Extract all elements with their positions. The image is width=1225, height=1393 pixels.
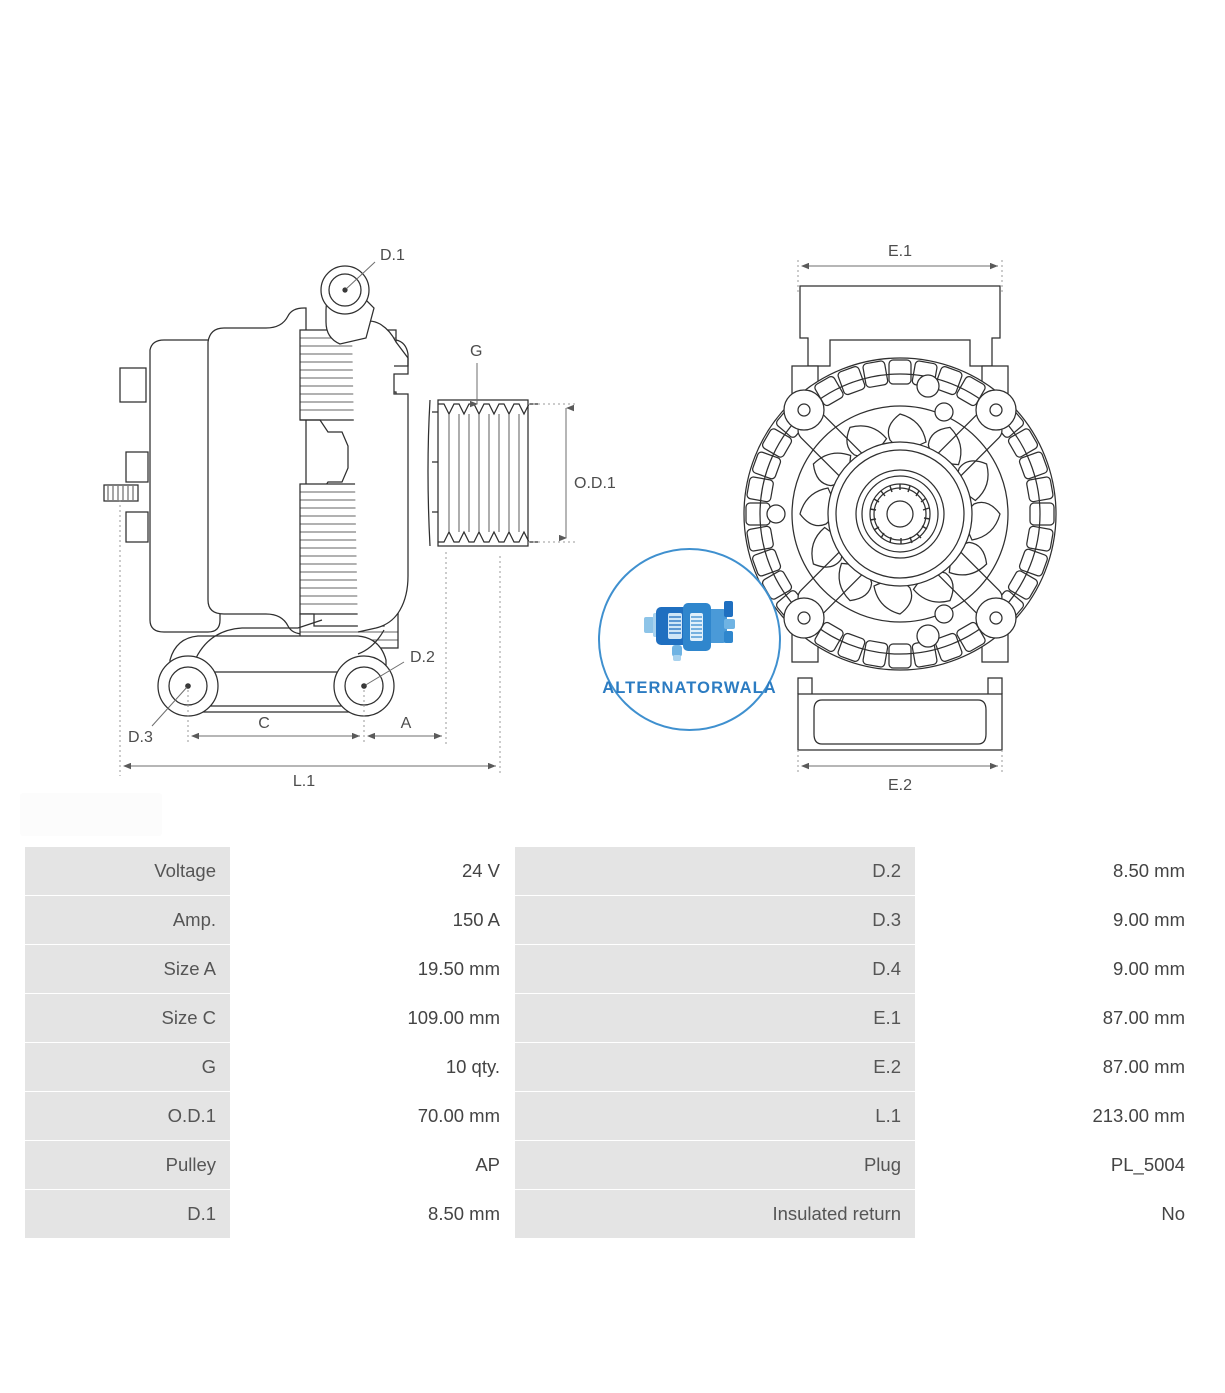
- spec-label-d3: D.3: [515, 896, 915, 944]
- spec-value-size-a: 19.50 mm: [231, 945, 514, 993]
- label-e2: E.2: [888, 777, 912, 794]
- spec-value-pulley: AP: [231, 1141, 514, 1189]
- spec-label-plug: Plug: [515, 1141, 915, 1189]
- label-d2: D.2: [410, 649, 435, 666]
- spec-value-d1: 8.50 mm: [231, 1190, 514, 1238]
- spec-value-d3: 9.00 mm: [916, 896, 1199, 944]
- table-row: Voltage 24 V D.2 8.50 mm: [25, 847, 1199, 895]
- table-row: Pulley AP Plug PL_5004: [25, 1141, 1199, 1189]
- label-a: A: [401, 715, 412, 732]
- spec-value-g: 10 qty.: [231, 1043, 514, 1091]
- spec-label-d2: D.2: [515, 847, 915, 895]
- spec-label-d1: D.1: [25, 1190, 230, 1238]
- end-view-drawing: E.1 E.2: [743, 243, 1057, 794]
- label-d1: D.1: [380, 247, 405, 264]
- spec-value-plug: PL_5004: [916, 1141, 1199, 1189]
- label-od1: O.D.1: [574, 475, 616, 492]
- technical-drawings: .ln{fill:none;stroke:#2f2f2f;stroke-widt…: [103, 243, 1057, 794]
- spec-value-insulated-return: No: [916, 1190, 1199, 1238]
- drawing-canvas: .ln{fill:none;stroke:#2f2f2f;stroke-widt…: [103, 243, 1057, 794]
- brand-name: ALTERNATORWALA: [602, 679, 777, 697]
- table-row: Size A 19.50 mm D.4 9.00 mm: [25, 945, 1199, 993]
- table-row: G 10 qty. E.2 87.00 mm: [25, 1043, 1199, 1091]
- side-view-drawing: G D.1 O.D.1 D.2 D.3: [103, 247, 616, 790]
- spec-value-e2: 87.00 mm: [916, 1043, 1199, 1091]
- table-row: Amp. 150 A D.3 9.00 mm: [25, 896, 1199, 944]
- label-c: C: [258, 715, 270, 732]
- table-row: Size C 109.00 mm E.1 87.00 mm: [25, 994, 1199, 1042]
- label-e1: E.1: [888, 243, 912, 260]
- spec-value-l1: 213.00 mm: [916, 1092, 1199, 1140]
- faint-watermark: [20, 793, 162, 836]
- spec-value-d4: 9.00 mm: [916, 945, 1199, 993]
- label-g: G: [470, 343, 482, 360]
- spec-label-insulated-return: Insulated return: [515, 1190, 915, 1238]
- label-l1: L.1: [293, 773, 315, 790]
- spec-label-od1: O.D.1: [25, 1092, 230, 1140]
- specifications-table: Voltage 24 V D.2 8.50 mm Amp. 150 A D.3 …: [24, 846, 1200, 1239]
- spec-value-e1: 87.00 mm: [916, 994, 1199, 1042]
- spec-value-d2: 8.50 mm: [916, 847, 1199, 895]
- spec-label-e1: E.1: [515, 994, 915, 1042]
- table-row: O.D.1 70.00 mm L.1 213.00 mm: [25, 1092, 1199, 1140]
- spec-label-d4: D.4: [515, 945, 915, 993]
- spec-value-voltage: 24 V: [231, 847, 514, 895]
- table-row: D.1 8.50 mm Insulated return No: [25, 1190, 1199, 1238]
- spec-label-e2: E.2: [515, 1043, 915, 1091]
- spec-label-size-c: Size C: [25, 994, 230, 1042]
- spec-value-od1: 70.00 mm: [231, 1092, 514, 1140]
- label-d3: D.3: [128, 729, 153, 746]
- spec-value-size-c: 109.00 mm: [231, 994, 514, 1042]
- spec-label-size-a: Size A: [25, 945, 230, 993]
- brand-watermark-logo: ALTERNATORWALA: [598, 548, 781, 731]
- spec-label-l1: L.1: [515, 1092, 915, 1140]
- spec-label-pulley: Pulley: [25, 1141, 230, 1189]
- spec-table-body: Voltage 24 V D.2 8.50 mm Amp. 150 A D.3 …: [25, 847, 1199, 1238]
- spec-label-g: G: [25, 1043, 230, 1091]
- spec-label-voltage: Voltage: [25, 847, 230, 895]
- alternator-icon: [643, 601, 735, 661]
- spec-label-amp: Amp.: [25, 896, 230, 944]
- spec-value-amp: 150 A: [231, 896, 514, 944]
